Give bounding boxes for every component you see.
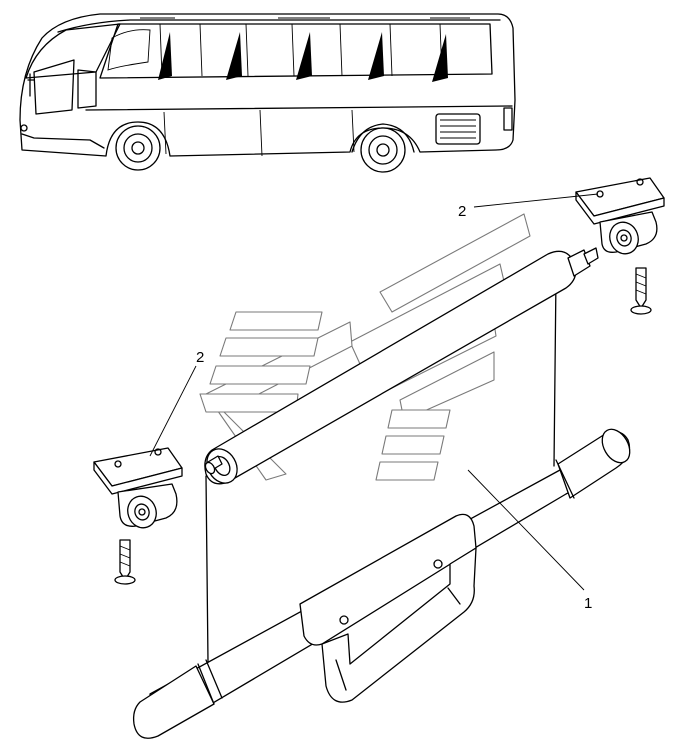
handle-bar-assembly — [132, 428, 631, 739]
callout-2-left: 2 — [149, 349, 204, 457]
mounting-bracket-right — [575, 177, 665, 315]
callout-2-left-label: 2 — [196, 349, 204, 366]
roller-tube — [204, 247, 599, 485]
mounting-bracket-left — [93, 447, 183, 585]
callout-2-right-label: 2 — [458, 203, 466, 220]
callout-2-right: 2 — [458, 193, 599, 220]
callout-1: 1 — [467, 469, 592, 612]
callout-1-label: 1 — [584, 595, 592, 612]
bus-illustration — [19, 13, 516, 173]
